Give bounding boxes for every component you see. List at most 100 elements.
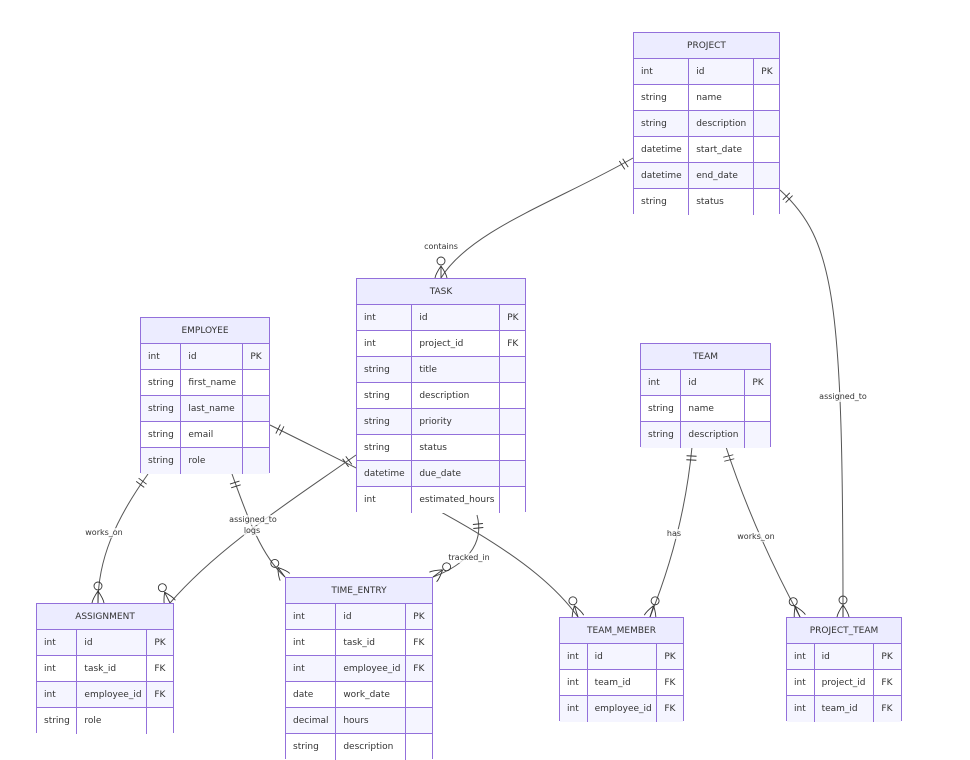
zero-or-more-marker-icon [836,595,850,618]
attribute-name: email [180,422,242,447]
attribute-name: last_name [180,396,242,421]
attribute-name: end_date [688,163,753,188]
attribute-type: string [148,377,174,388]
attribute-type: int [364,338,376,349]
attribute-name: id [335,604,405,629]
attribute-type: string [148,429,174,440]
attribute-key [753,189,779,215]
attribute-type: int [641,66,653,77]
entity-title: ASSIGNMENT [37,604,173,630]
attribute-name: id [688,59,753,84]
attribute-type: string [641,92,667,103]
attribute-type: int [364,495,376,505]
exactly-one-marker-icon [723,454,735,462]
attribute-name: id [180,344,242,369]
zero-or-more-marker-icon [788,597,806,620]
attribute-key: FK [405,656,432,681]
attribute-name: title [411,357,499,382]
attribute-name: project_id [411,331,499,356]
attribute-key [753,137,779,162]
attribute-key [405,682,432,707]
attribute-type: int [364,312,376,323]
attribute-name: id [411,305,499,330]
entity-title: TEAM [641,344,770,370]
attribute-type: datetime [641,170,682,181]
attribute-row: string last_name [141,396,269,422]
attribute-row: datetime start_date [634,137,779,163]
attribute-type: string [148,456,174,466]
attribute-name: start_date [688,137,753,162]
attribute-key: FK [146,656,173,681]
attribute-key [744,396,770,421]
attribute-row: string name [634,85,779,111]
attribute-name: employee_id [586,696,657,722]
attribute-type: int [648,377,660,388]
attribute-type: int [44,637,56,648]
attribute-name: id [813,644,874,669]
relationship-project-task [434,157,634,279]
attribute-key [499,409,525,434]
relationship-label: assigned_to [819,392,867,402]
attribute-key: PK [146,630,173,655]
attribute-name: description [688,111,753,136]
attribute-name: due_date [411,461,499,486]
attribute-key [499,435,525,460]
attribute-key: FK [873,670,901,695]
attribute-type: string [648,403,674,414]
attribute-name: name [688,85,753,110]
exactly-one-marker-icon [229,480,241,489]
relationship-team-project_team [723,446,806,620]
relationship-team-team_member [643,446,697,619]
attribute-name: name [680,396,744,421]
attribute-type: datetime [641,144,682,155]
attribute-key: PK [405,604,432,629]
attribute-key [753,163,779,188]
attribute-type: int [44,689,56,700]
attribute-key [744,422,770,448]
attribute-key: FK [405,630,432,655]
attribute-key [753,111,779,136]
attribute-type: string [148,403,174,414]
attribute-key [242,370,269,395]
relationship-line [649,446,693,618]
attribute-name: description [411,383,499,408]
exactly-one-marker-icon [618,158,629,170]
attribute-name: id [586,644,657,669]
attribute-key [242,448,269,474]
attribute-type: int [794,677,806,688]
relationship-line [269,424,579,618]
relationship-label: works_on [737,532,775,542]
zero-or-more-marker-icon [270,558,291,581]
attribute-name: first_name [180,370,242,395]
attribute-key [753,85,779,110]
attribute-type: decimal [293,715,329,726]
attribute-type: int [567,677,579,688]
attribute-key: FK [499,331,525,356]
attribute-name: id [680,370,744,395]
attribute-type: date [293,689,314,700]
relationship-label: contains [424,242,458,252]
attribute-type: int [293,611,305,622]
relationship-project-project_team [779,189,850,618]
relationship-line [97,473,149,604]
relationship-label: assigned_to [229,515,277,525]
attribute-type: string [364,390,390,401]
attribute-name: task_id [76,656,146,681]
attribute-type: string [641,197,667,207]
attribute-type: int [44,663,56,674]
